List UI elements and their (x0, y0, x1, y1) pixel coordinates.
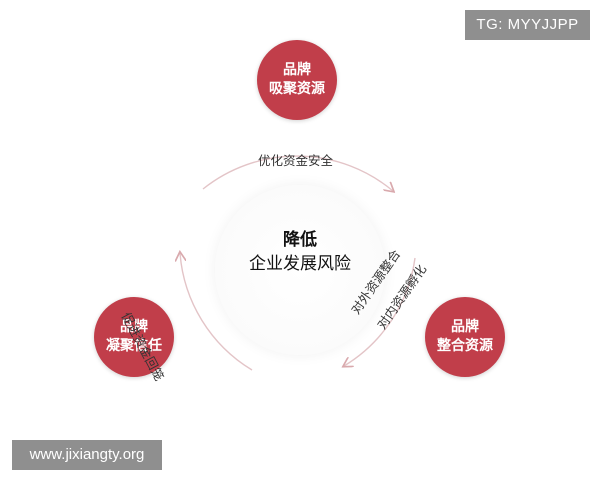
node-right-line1: 品牌 (451, 319, 479, 335)
node-top-line1: 品牌 (283, 62, 311, 78)
arc-right (344, 257, 416, 366)
center-title-line2: 企业发展风险 (249, 254, 351, 274)
node-right-line2: 整合资源 (437, 338, 493, 354)
arc-left (180, 253, 253, 371)
node-left-line2: 凝聚信任 (106, 338, 162, 354)
center-disc (215, 185, 385, 355)
node-brand-build-trust: 品牌 凝聚信任 (94, 297, 174, 377)
node-brand-attract-resources: 品牌 吸聚资源 (257, 40, 337, 120)
center-title-line1: 降低 (283, 230, 317, 250)
center-title: 降低 企业发展风险 (215, 228, 385, 276)
node-top-line2: 吸聚资源 (269, 81, 325, 97)
node-left-line1: 品牌 (120, 319, 148, 335)
watermark-bottom-left: www.jixiangty.org (12, 440, 162, 470)
arc-label-top: 优化资金安全 (258, 153, 334, 168)
node-brand-integrate-resources: 品牌 整合资源 (425, 297, 505, 377)
arc-top (202, 155, 393, 191)
watermark-top-right: TG: MYYJJPP (465, 10, 590, 40)
